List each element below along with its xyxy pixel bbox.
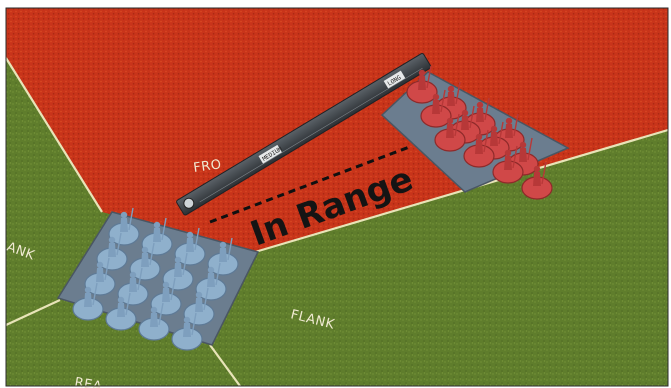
game-board: FRO ANK FLANK REA In Range MEDIUM LONG <box>0 0 671 388</box>
